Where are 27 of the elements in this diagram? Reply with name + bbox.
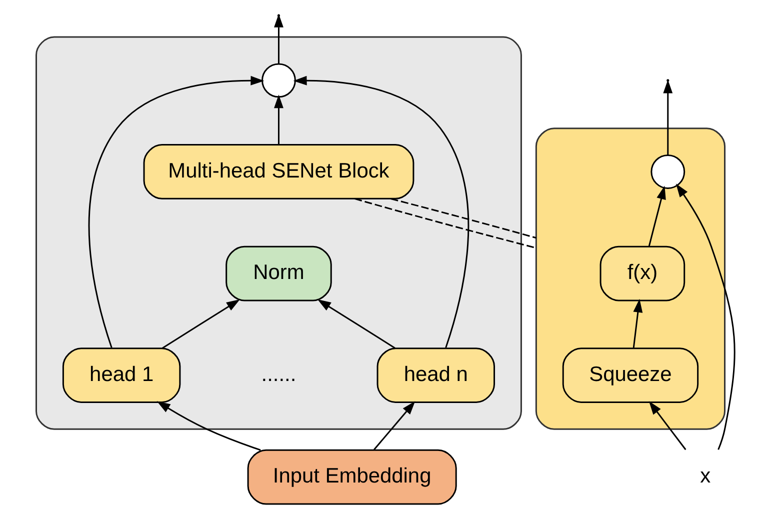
node-text: x xyxy=(700,464,710,488)
cluster xyxy=(534,127,726,430)
node-circle xyxy=(261,62,296,98)
arrow xyxy=(632,298,642,348)
arrow xyxy=(292,75,469,348)
node-box: Input Embedding xyxy=(246,448,456,504)
arrow xyxy=(675,183,735,450)
node-circle xyxy=(650,154,685,188)
arrow xyxy=(162,298,240,348)
node-box: head 1 xyxy=(62,347,180,402)
arrow xyxy=(373,400,415,450)
node-box: Multi-head SENet Block xyxy=(142,144,414,199)
arrow xyxy=(648,400,686,450)
node-box: Squeeze xyxy=(562,347,698,402)
arrow xyxy=(317,298,395,348)
label: ...... xyxy=(260,362,296,386)
node-box: head n xyxy=(376,347,495,402)
connector xyxy=(354,198,536,248)
connector xyxy=(390,198,536,238)
arrow xyxy=(662,79,672,155)
node-box: Norm xyxy=(225,245,332,301)
arrow xyxy=(88,75,264,348)
node-box: f(x) xyxy=(599,245,685,301)
arrow xyxy=(156,400,260,450)
arrow xyxy=(648,185,666,246)
cluster xyxy=(35,36,522,430)
arrow xyxy=(274,94,283,144)
